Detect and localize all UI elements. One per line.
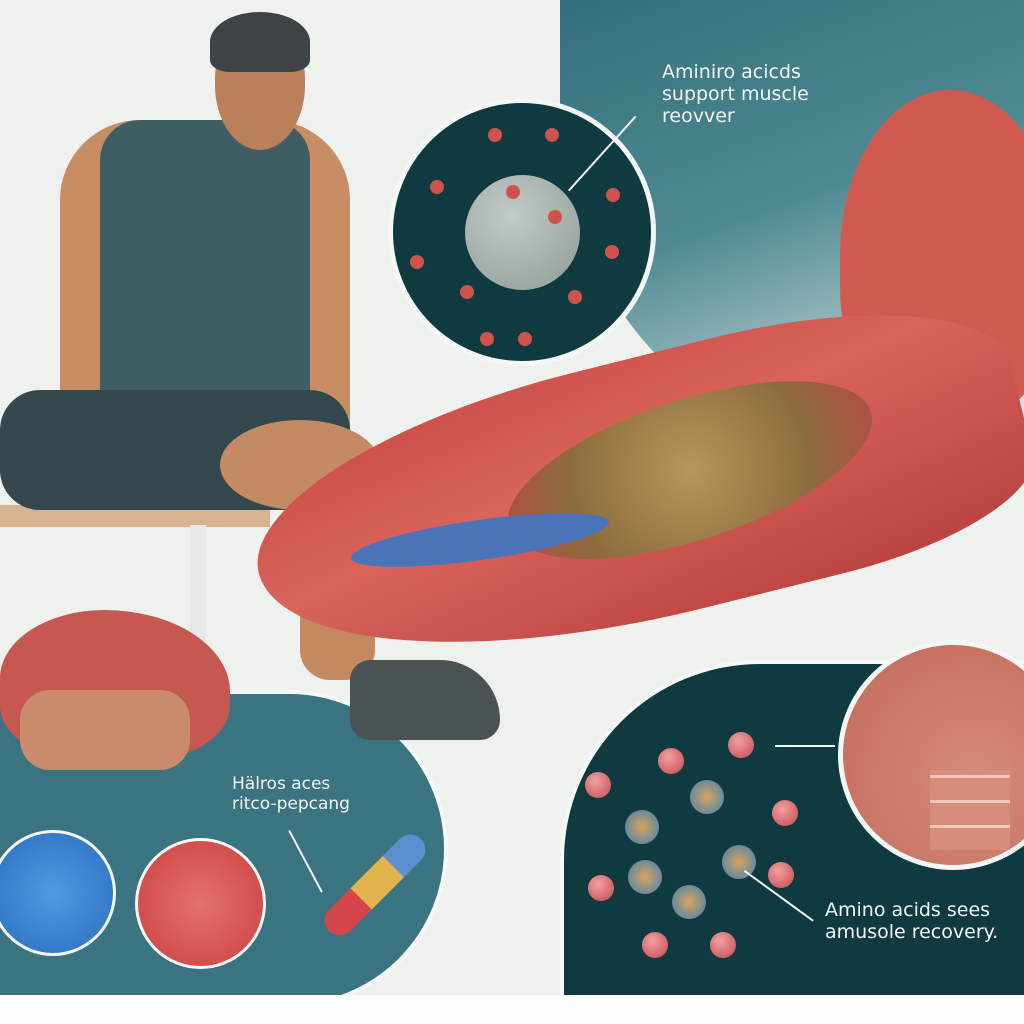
spike-bulb <box>410 255 424 269</box>
virus-core <box>465 175 580 290</box>
molecule-hub <box>690 780 724 814</box>
blue-granule-circle <box>0 830 116 956</box>
top-callout-line1: Aminiro acicds <box>662 61 801 83</box>
top-callout-text: Aminiro acicds support muscle reovver <box>662 61 809 128</box>
right-callout-text: Amino acids sees amusole recovery. <box>825 899 999 944</box>
spike-bulb <box>518 332 532 346</box>
spike-bulb <box>606 188 620 202</box>
spike-bulb <box>506 185 520 199</box>
bottom-margin <box>0 995 1024 1024</box>
top-callout-line3: reovver <box>662 104 735 127</box>
right-callout-line1: Amino acids sees <box>825 899 991 921</box>
spike-bulb <box>568 290 582 304</box>
atom <box>642 932 668 958</box>
arrow-line <box>775 745 835 747</box>
spike-bulb <box>488 128 502 142</box>
spike-bulb <box>605 245 619 259</box>
top-callout-line2: support muscle <box>662 82 809 105</box>
red-granule-circle <box>135 838 266 969</box>
left-callout-line2: ritco-pepcang <box>232 793 350 814</box>
right-callout-line2: amusole recovery. <box>825 920 999 943</box>
spike-bulb <box>430 180 444 194</box>
molecule-hub <box>672 885 706 919</box>
atom <box>710 932 736 958</box>
atom <box>588 875 614 901</box>
left-callout-text: Hälros aces ritco-pepcang <box>232 774 350 814</box>
sneaker <box>350 660 500 740</box>
atom <box>658 748 684 774</box>
abdominal-muscles <box>930 770 1010 850</box>
atom <box>768 862 794 888</box>
spike-bulb <box>460 285 474 299</box>
spike-bulb <box>480 332 494 346</box>
left-callout-line1: Hälros aces <box>232 774 331 794</box>
molecule-hub <box>625 810 659 844</box>
spike-bulb <box>548 210 562 224</box>
bench-leg <box>190 525 206 665</box>
atom <box>728 732 754 758</box>
spike-bulb <box>545 128 559 142</box>
atom <box>585 772 611 798</box>
atom <box>772 800 798 826</box>
fingers <box>20 690 190 770</box>
bench-seat <box>0 505 270 527</box>
man-hair <box>210 12 310 72</box>
molecule-hub <box>628 860 662 894</box>
